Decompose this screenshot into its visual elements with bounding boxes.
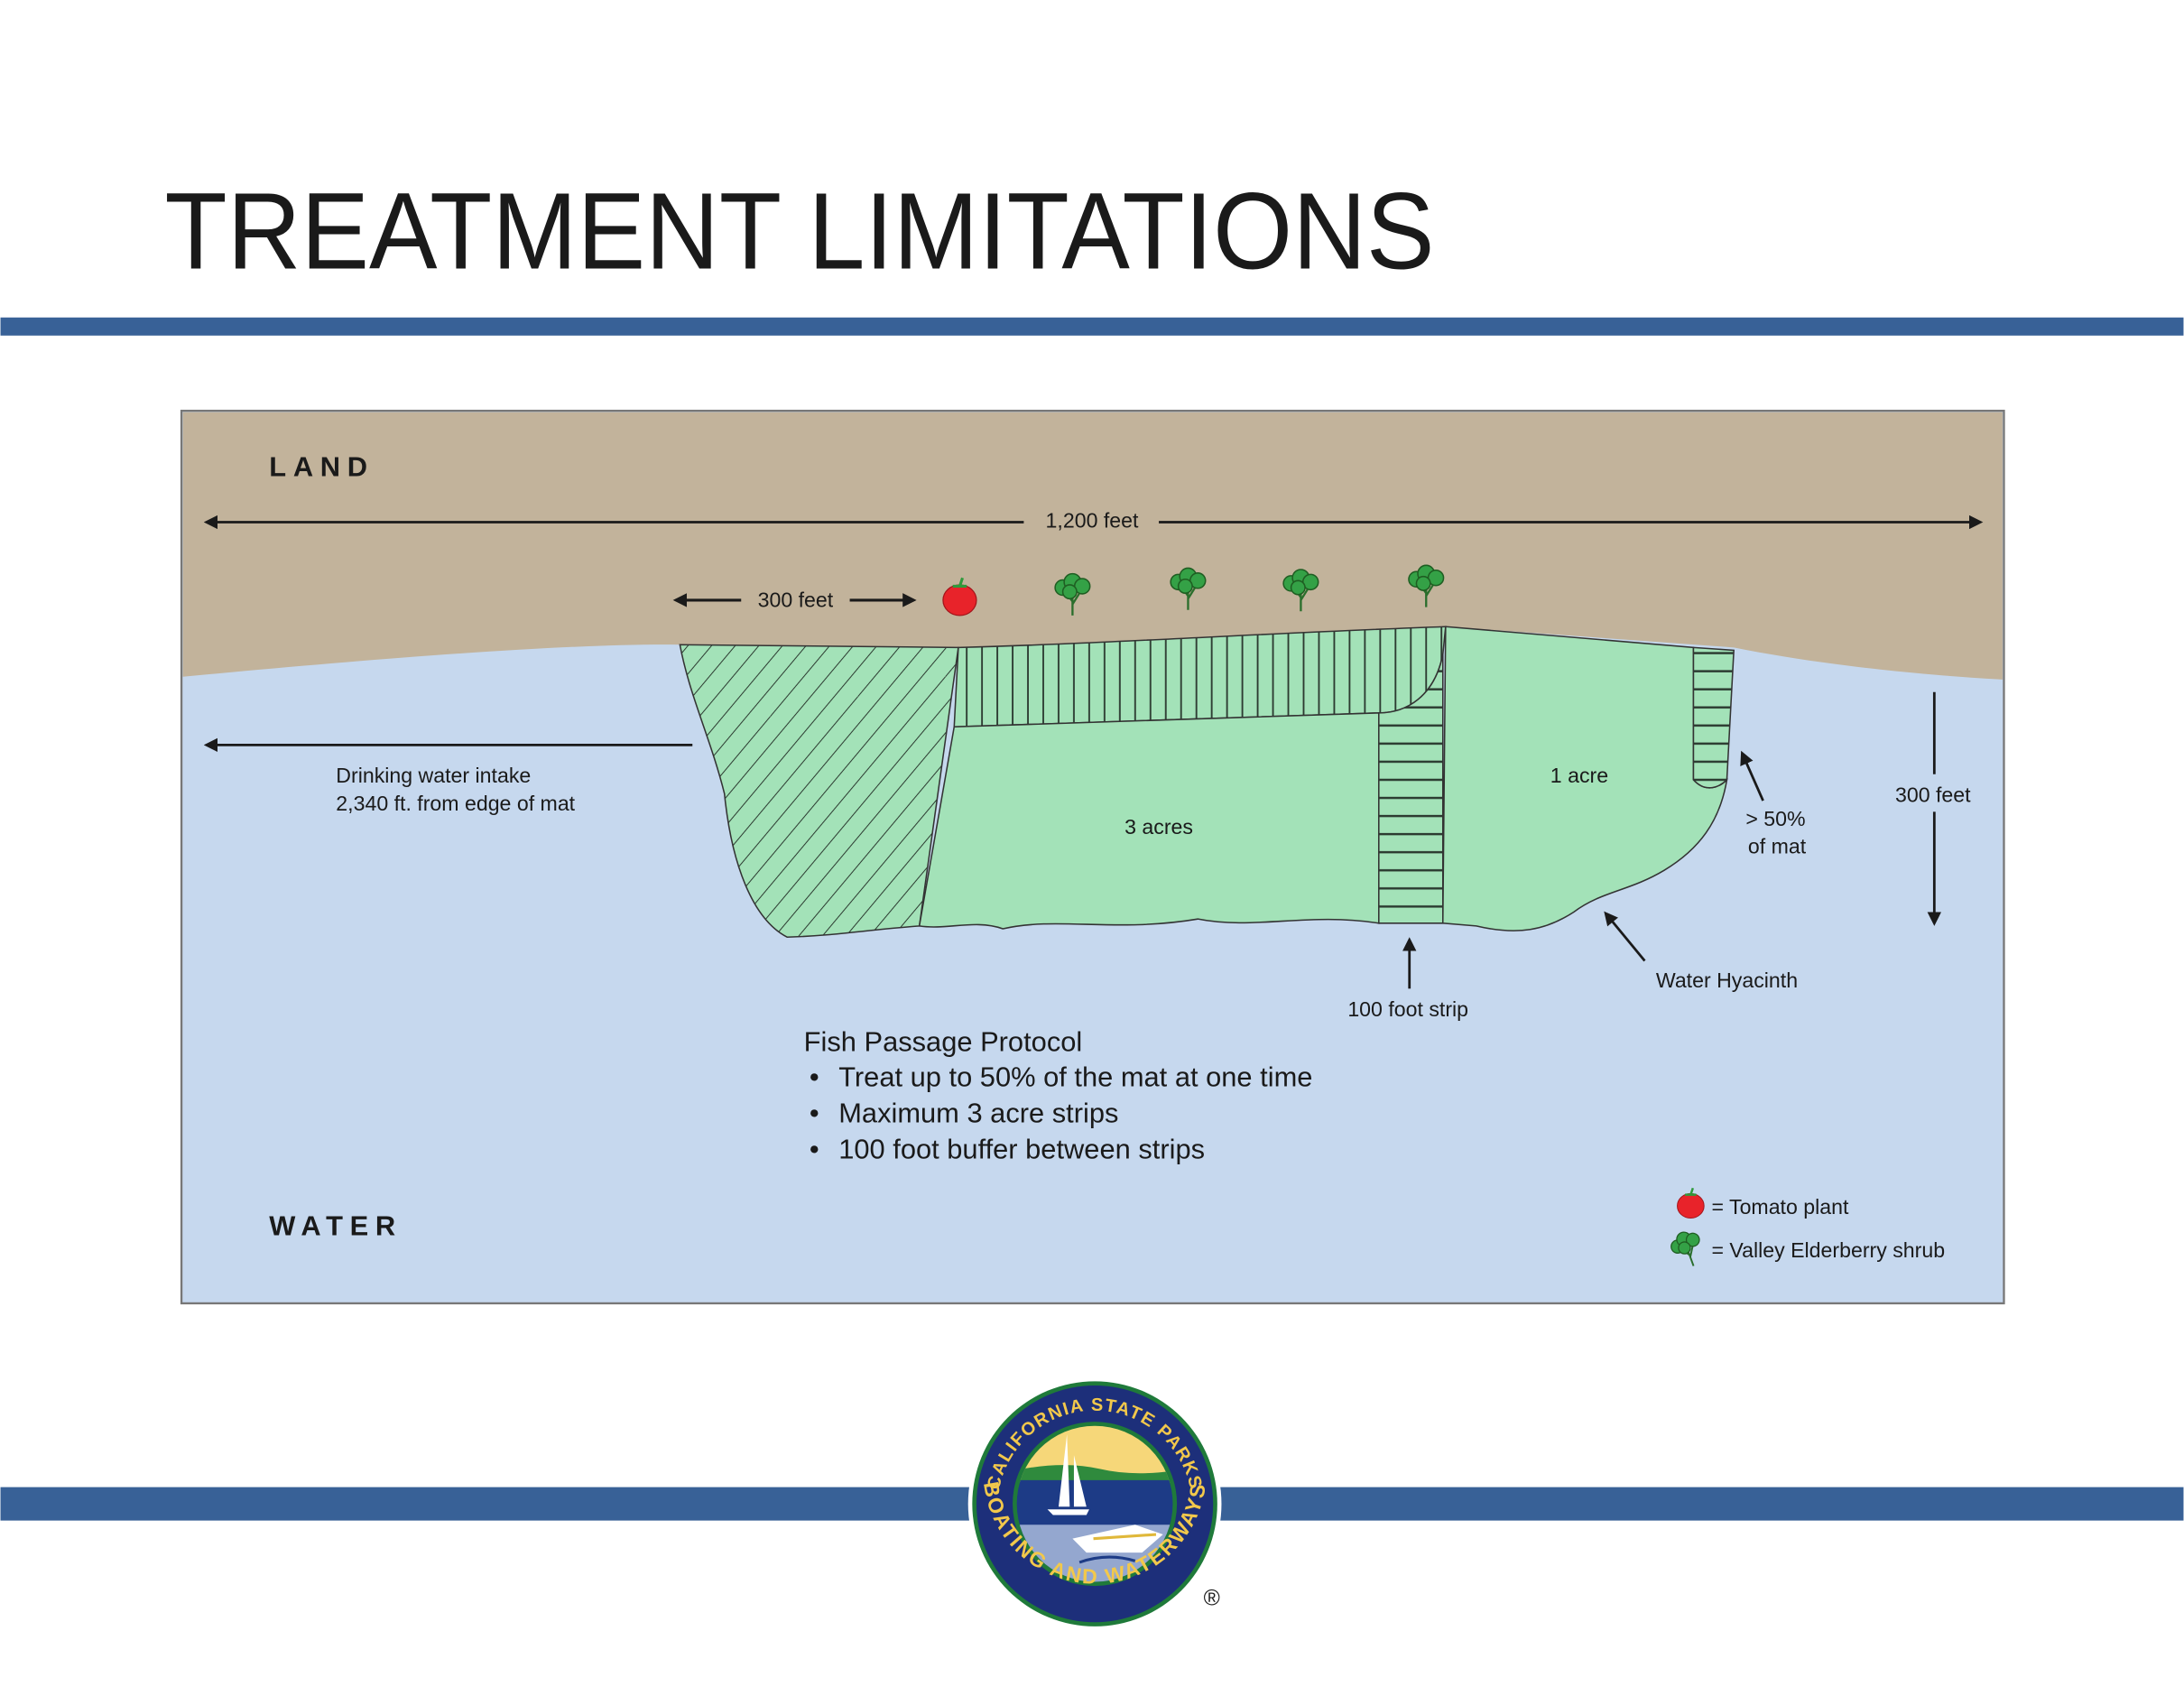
depth-label: 300 feet [1895, 783, 1971, 807]
protocol-bullet: Maximum 3 acre strips [838, 1097, 1118, 1128]
treatment-diagram: LAND WATER 1,200 feet 300 feet Drinking … [180, 409, 2005, 1305]
remaining-mat-strip [1692, 646, 1735, 789]
over-half-label-line2: of mat [1748, 835, 1807, 858]
protocol-bullet: Treat up to 50% of the mat at one time [838, 1061, 1312, 1092]
page-title: TREATMENT LIMITATIONS [165, 171, 1435, 292]
bullet-dot: • [810, 1134, 819, 1165]
water-label: WATER [269, 1209, 403, 1241]
over-half-arrow [1740, 750, 1764, 802]
protocol-bullet: 100 foot buffer between strips [838, 1134, 1205, 1165]
hyacinth-arrow [1604, 911, 1646, 962]
land-area [182, 412, 2003, 680]
boating-and-waterways-logo: CALIFORNIA STATE PARKS BOATING AND WATER… [967, 1376, 1222, 1631]
legend-elderberry-label: = Valley Elderberry shrub [1711, 1238, 1945, 1262]
strip-label: 100 foot strip [1347, 997, 1468, 1021]
width-label: 1,200 feet [1046, 509, 1139, 533]
one-acre-label: 1 acre [1550, 764, 1608, 787]
bullet-dot: • [810, 1061, 819, 1092]
protocol-heading: Fish Passage Protocol [804, 1026, 1083, 1058]
hundred-foot-buffer-strip [1378, 653, 1444, 924]
legend-tomato-label: = Tomato plant [1711, 1195, 1848, 1219]
treated-strip-diagonal [679, 644, 959, 939]
registered-mark: ® [1204, 1587, 1220, 1611]
three-acres-label: 3 acres [1124, 815, 1193, 839]
over-half-label-line1: > 50% [1745, 807, 1805, 830]
intake-label-line2: 2,340 ft. from edge of mat [336, 792, 575, 815]
land-label: LAND [269, 451, 375, 483]
hyacinth-label: Water Hyacinth [1656, 968, 1798, 992]
header-divider-bar [0, 317, 2184, 336]
buffer-label: 300 feet [758, 589, 834, 612]
intake-label-line1: Drinking water intake [336, 764, 531, 787]
bullet-dot: • [810, 1097, 819, 1128]
three-acre-region [918, 712, 1380, 930]
